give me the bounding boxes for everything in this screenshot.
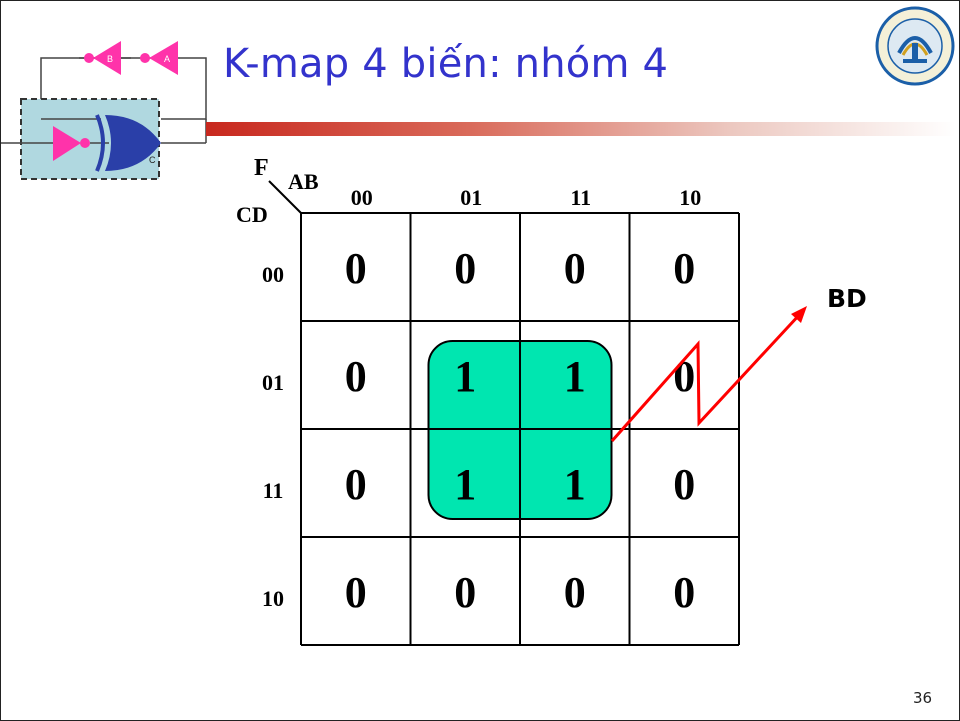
title-underline <box>206 122 956 136</box>
kmap-cell-value: 0 <box>673 460 695 509</box>
university-logo-icon <box>875 6 955 86</box>
row-header: 00 <box>262 262 284 287</box>
kmap-cell-value: 0 <box>564 568 586 617</box>
kmap-cell-value: 1 <box>564 460 586 509</box>
row-header: 10 <box>262 586 284 611</box>
page-number: 36 <box>913 689 933 707</box>
gate-label-b: B <box>107 54 113 64</box>
logic-gate-diagram: B A C <box>1 41 207 180</box>
bd-arrow-line <box>610 311 803 442</box>
inverter-a-icon: A <box>140 41 178 75</box>
column-header: 11 <box>570 185 591 210</box>
gate-label-c: C <box>149 155 156 165</box>
kmap-cell-value: 1 <box>564 352 586 401</box>
gate-label-a: A <box>164 54 170 64</box>
inverter-c-icon <box>53 126 109 161</box>
bd-annotation-label: BD <box>827 284 867 313</box>
kmap-cell-value: 0 <box>454 244 476 293</box>
bd-arrowhead-icon <box>791 306 807 323</box>
kmap-cell-value: 0 <box>673 568 695 617</box>
kmap-lines <box>268 180 740 646</box>
xor-gate-icon: C <box>95 114 207 172</box>
row-header: 11 <box>263 478 284 503</box>
output-variable-label: F <box>254 155 269 181</box>
column-variable-label: AB <box>288 169 319 194</box>
kmap-cell-value: 0 <box>345 352 367 401</box>
kmap-cell-value: 0 <box>345 460 367 509</box>
kmap-cell-value: 0 <box>564 244 586 293</box>
kmap-cell-value: 0 <box>345 244 367 293</box>
row-variable-label: CD <box>236 202 268 227</box>
kmap-cell-value: 0 <box>454 568 476 617</box>
slide-title: K-map 4 biến: nhóm 4 <box>223 41 669 87</box>
column-header: 10 <box>679 185 701 210</box>
column-header: 01 <box>460 185 482 210</box>
corner-diagonal <box>268 180 302 214</box>
kmap-cell-value: 1 <box>454 460 476 509</box>
bd-arrow <box>610 306 807 442</box>
inverter-b-icon: B <box>79 41 131 75</box>
kmap-cell-value: 0 <box>673 244 695 293</box>
kmap-cell-value: 0 <box>345 568 367 617</box>
row-header: 01 <box>262 370 284 395</box>
kmap-cell-value: 1 <box>454 352 476 401</box>
column-header: 00 <box>351 185 373 210</box>
feedback-wire <box>40 57 207 120</box>
